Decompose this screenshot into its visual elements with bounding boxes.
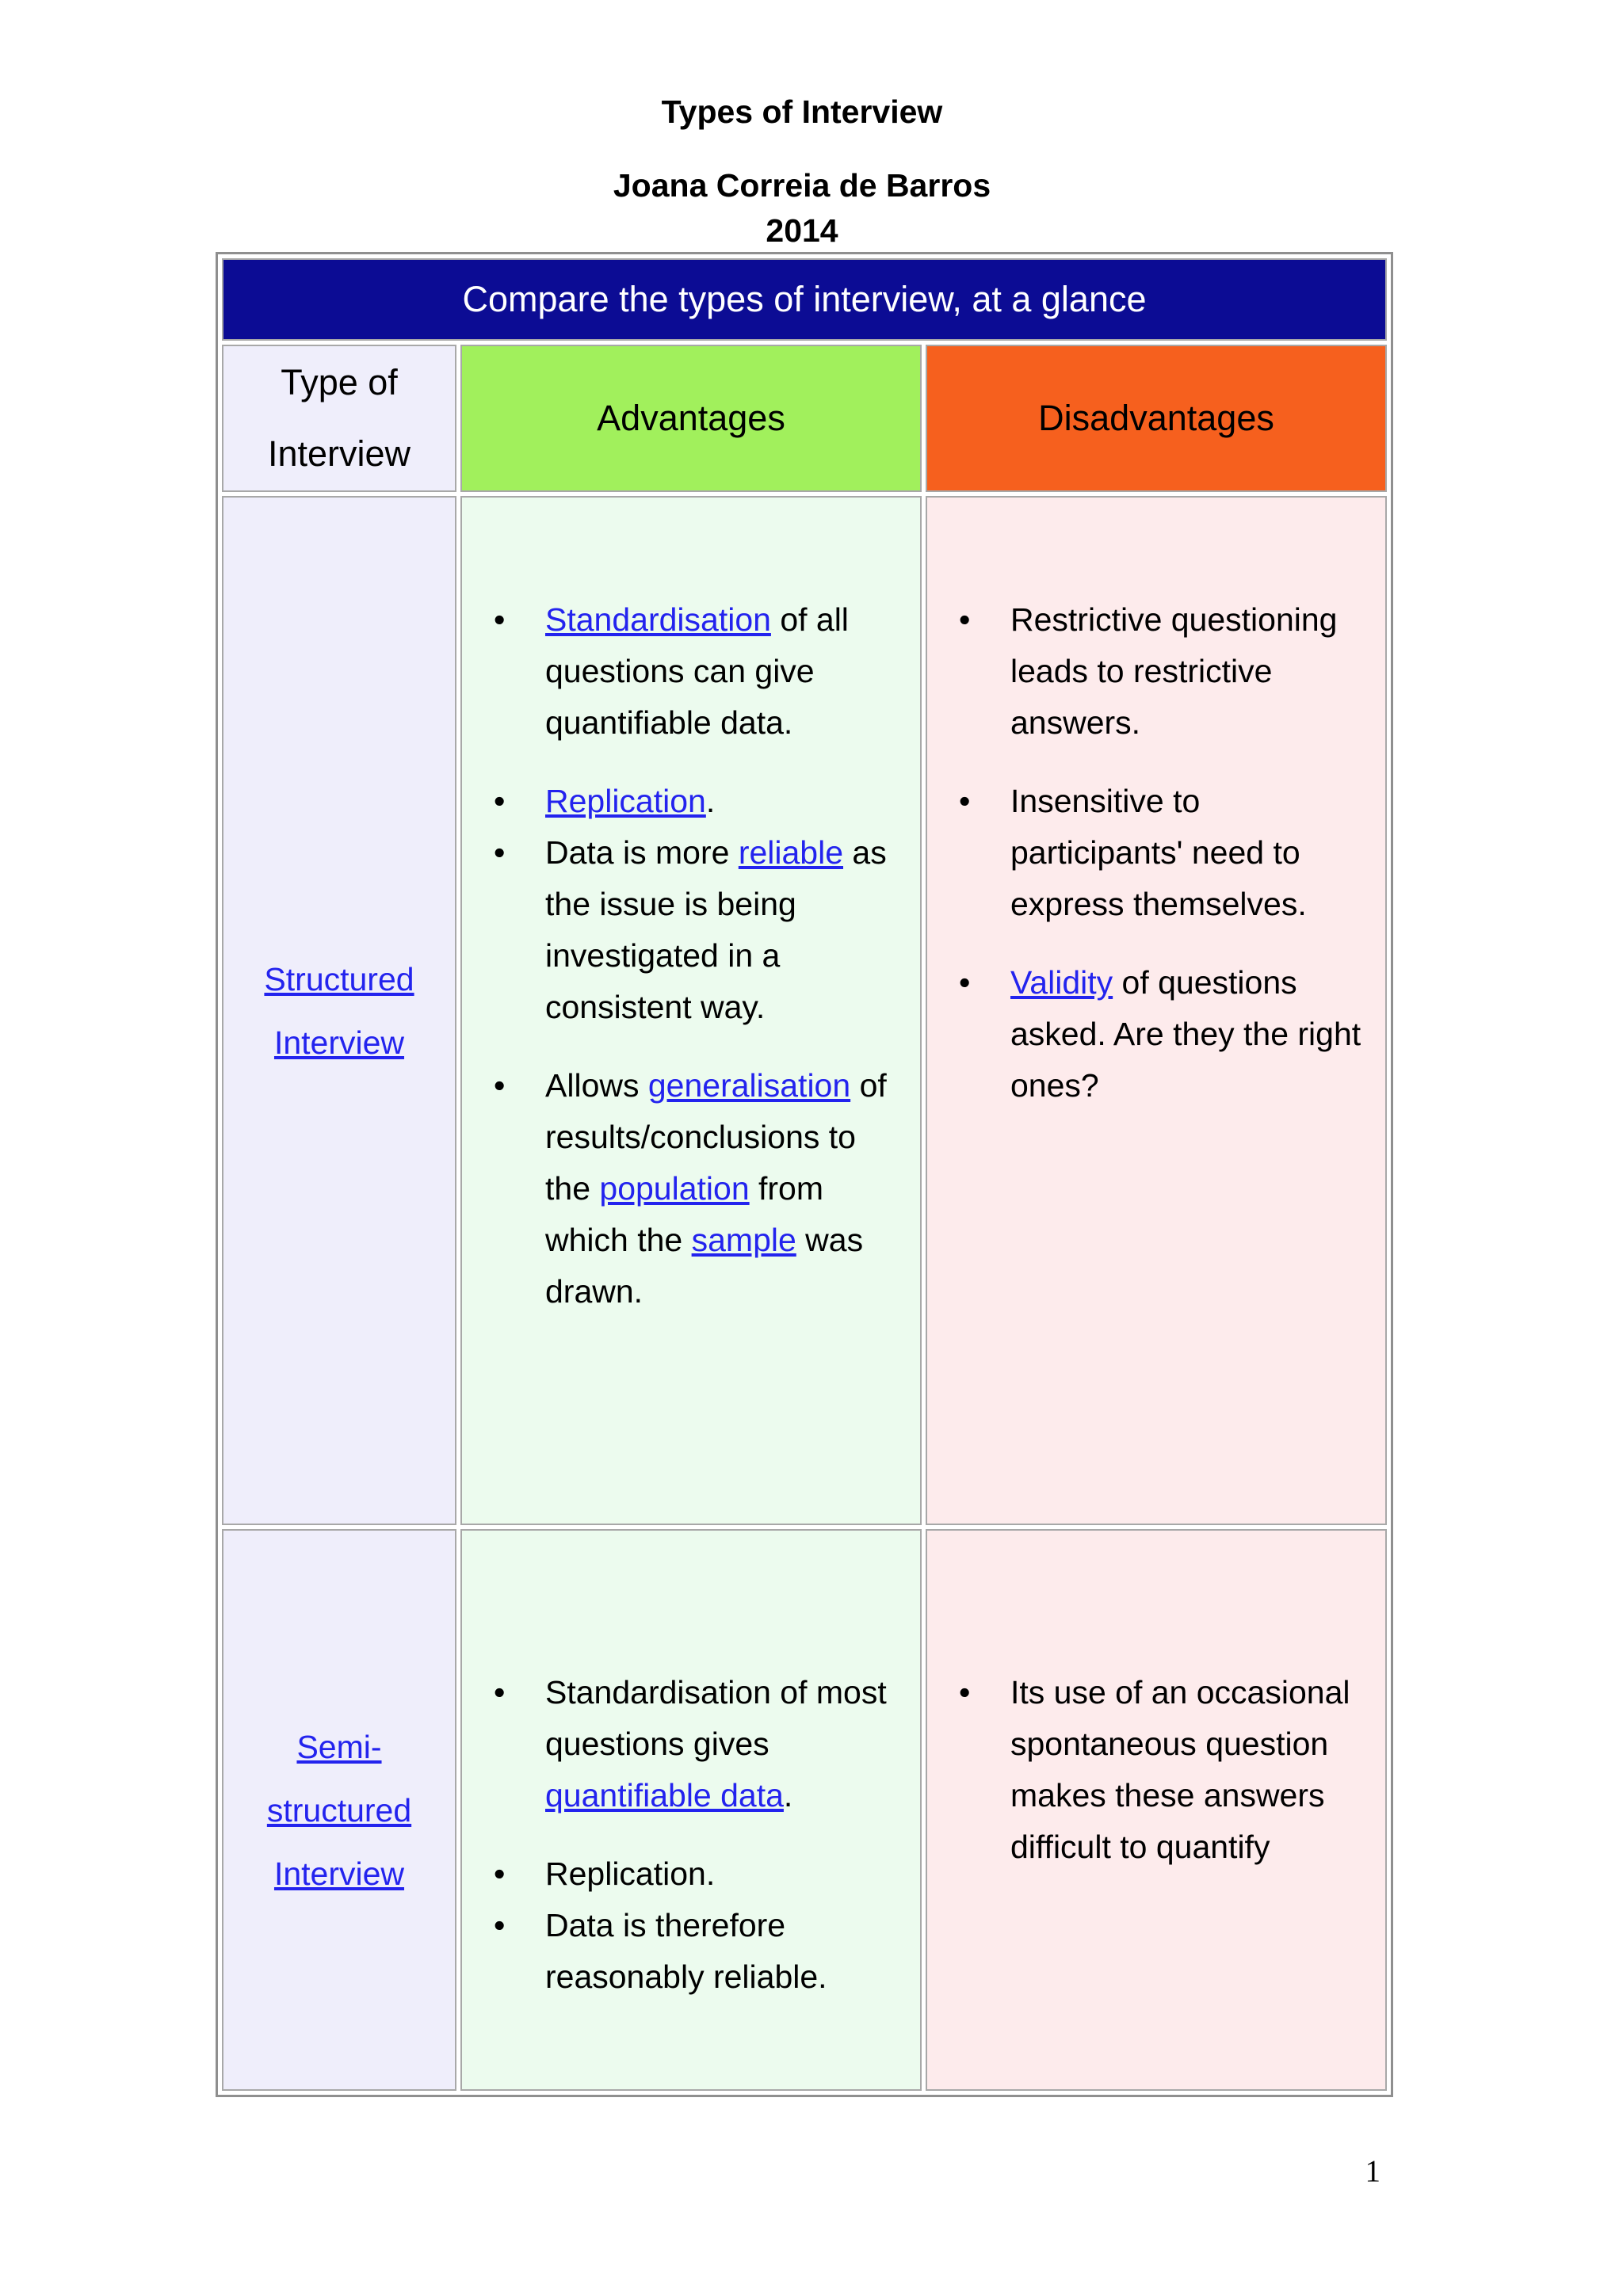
table-caption: Compare the types of interview, at a gla… — [222, 258, 1388, 341]
inline-link[interactable]: generalisation — [647, 1067, 851, 1104]
column-header-disadvantages: Disadvantages — [926, 345, 1388, 492]
disadvantages-cell: Restrictive questioning leads to restric… — [926, 496, 1388, 1525]
inline-link[interactable]: quantifiable data — [545, 1777, 784, 1814]
advantages-list: Standardisation of most questions gives … — [462, 1667, 904, 2003]
caption-row: Compare the types of interview, at a gla… — [222, 258, 1388, 341]
byline: Joana Correia de Barros 2014 — [216, 163, 1388, 254]
advantages-cell: Standardisation of most questions gives … — [460, 1529, 922, 2091]
author-line: Joana Correia de Barros — [613, 167, 991, 204]
table-row: Structured Interview Standardisation of a… — [222, 496, 1388, 1525]
page-title: Types of Interview — [661, 93, 943, 130]
list-item: Replication. — [462, 776, 904, 827]
type-cell: Semi-structured Interview — [222, 1529, 456, 2091]
disadvantages-cell: Its use of an occasional spontaneous que… — [926, 1529, 1388, 2091]
column-header-type: Type of Interview — [222, 345, 456, 492]
list-item: Replication. — [462, 1848, 904, 1900]
list-item: Insensitive to participants' need to exp… — [927, 776, 1369, 930]
inline-link[interactable]: Replication — [545, 783, 706, 819]
list-item: Standardisation of all questions can giv… — [462, 594, 904, 749]
advantages-cell: Standardisation of all questions can giv… — [460, 496, 922, 1525]
list-item: Validity of questions asked. Are they th… — [927, 957, 1369, 1112]
list-item: Standardisation of most questions gives … — [462, 1667, 904, 1821]
table-row: Semi-structured Interview Standardisation… — [222, 1529, 1388, 2091]
document-page: Types of Interview Joana Correia de Barr… — [216, 0, 1394, 2296]
list-item: Allows generalisation of results/conclus… — [462, 1060, 904, 1318]
list-item: Restrictive questioning leads to restric… — [927, 594, 1369, 749]
inline-link[interactable]: sample — [691, 1222, 796, 1258]
list-item: Data is more reliable as the issue is be… — [462, 827, 904, 1033]
list-item: Its use of an occasional spontaneous que… — [927, 1667, 1369, 1873]
inline-link[interactable]: Validity — [1010, 964, 1113, 1001]
column-header-advantages: Advantages — [460, 345, 922, 492]
inline-link[interactable]: reliable — [738, 834, 844, 871]
disadvantages-list: Its use of an occasional spontaneous que… — [927, 1667, 1369, 1873]
inline-link[interactable]: population — [599, 1170, 750, 1207]
type-cell: Structured Interview — [222, 496, 456, 1525]
page-number: 1 — [1365, 2154, 1381, 2188]
year-line: 2014 — [766, 212, 838, 249]
interview-type-link[interactable]: Semi-structured Interview — [266, 1728, 412, 1892]
disadvantages-list: Restrictive questioning leads to restric… — [927, 594, 1369, 1112]
list-item: Data is therefore reasonably reliable. — [462, 1900, 904, 2003]
comparison-table: Compare the types of interview, at a gla… — [216, 252, 1394, 2097]
interview-type-link[interactable]: Structured Interview — [264, 960, 414, 1061]
column-header-row: Type of Interview Advantages Disadvantag… — [222, 345, 1388, 492]
advantages-list: Standardisation of all questions can giv… — [462, 594, 904, 1318]
inline-link[interactable]: Standardisation — [545, 601, 771, 638]
